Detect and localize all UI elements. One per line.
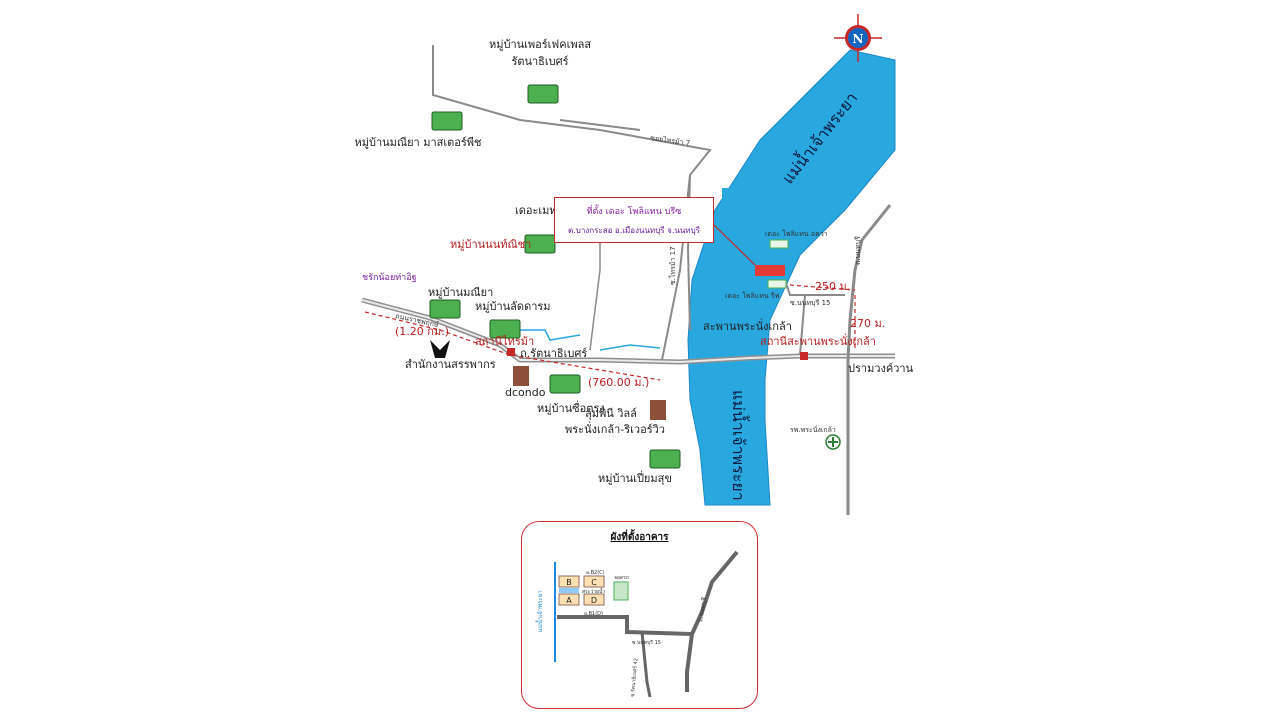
- label-lumpini-2: พระนั่งเกล้า-ริเวอร์วิว: [565, 421, 665, 436]
- label-station-bridge: สถานีสะพานพระนั่งเกล้า: [760, 333, 876, 348]
- label-river-bottom: แม่น้ำเจ้าพระยา: [729, 390, 750, 501]
- pool: [559, 588, 579, 593]
- label-politan-aqua: เดอะ โพลิแทน อควา: [765, 229, 828, 238]
- label-soi42: ซ.รัตนาธิเบศร์ 42: [629, 658, 639, 697]
- callout-pointer: [713, 224, 756, 266]
- label-school: ชรักน้อยท่าอิฐ: [362, 272, 417, 283]
- inset-road-42: [640, 631, 652, 698]
- chao-phraya-river: [687, 49, 896, 506]
- building-a: [558, 593, 580, 606]
- revenue-office-icon: [430, 340, 450, 358]
- label-b1d: อ.B1(D): [584, 611, 603, 617]
- label-dist-760: (760.00 ม.): [588, 376, 649, 389]
- label-lumpini: ลุมพินี วิลล์: [585, 407, 637, 420]
- building-a-label: A: [566, 596, 572, 605]
- label-dist-270: 270 ม.: [850, 317, 885, 330]
- soi-nonthaburi15: [784, 279, 845, 296]
- route-dashed-east: [789, 284, 856, 291]
- label-village-latdaram: หมู่บ้านลัดดารม: [475, 300, 551, 313]
- label-politan-rive: เดอะ โพลิแทน รีฟ: [725, 291, 780, 300]
- label-village-pianyam: หมู่บ้านเปี่ยมสุข: [598, 470, 672, 485]
- condo-icon: [513, 366, 666, 420]
- inset-road-main: [690, 550, 739, 635]
- building-c: [583, 575, 605, 588]
- label-village-master: หมู่บ้านมณียา มาสเตอร์พีช: [354, 136, 481, 149]
- soi-branch: [799, 294, 806, 356]
- politan-aqua-building: [769, 239, 789, 249]
- label-station-saima: สถานีไทรม้า: [475, 335, 534, 348]
- label-hospital: รพ.พระนั่งเกล้า: [790, 425, 836, 434]
- label-dcondo: dcondo: [505, 386, 546, 399]
- ratchaphruek-road-inner: [361, 299, 895, 364]
- label-pool: สระว่ายน้ำ: [582, 586, 605, 595]
- label-ratthathibet: ถ.รัตนาธิเบศร์: [520, 347, 587, 360]
- soi-saima7: [559, 119, 641, 131]
- route-dashed-west: [364, 311, 661, 381]
- label-b2c: อ.B2(C): [586, 570, 605, 576]
- label-pak-kret: ปรามวงค์วาน: [848, 362, 914, 375]
- canal-line-2: [599, 344, 661, 351]
- village-icon: [429, 84, 681, 469]
- politan-rive-building: [767, 279, 787, 289]
- label-dist-250: 250 ม.: [815, 280, 850, 293]
- compass-icon: N: [834, 14, 882, 62]
- nonthaburi-road: [846, 204, 892, 515]
- label-parking: จอดรถ: [614, 575, 629, 581]
- label-village-nonthanicha: หมู่บ้านนนท์ณิชา: [450, 238, 531, 251]
- label-revenue-office: สำนักงานสรรพากร: [405, 358, 496, 371]
- site-plan-inset: ผังที่ตั้งอาคาร B C A D อ.B2(C) สระว่ายน…: [521, 521, 758, 709]
- building-d: [583, 593, 605, 606]
- label-village-perfect: หมู่บ้านเพอร์เฟคเพลส: [489, 38, 591, 51]
- callout-title: ที่ตั้ง เดอะ โพลิแทน บรีซ: [586, 207, 682, 217]
- label-bridge: สะพานพระนั่งเกล้า: [703, 318, 792, 333]
- inset-title: ผังที่ตั้งอาคาร: [610, 532, 669, 543]
- label-village-maniya: หมู่บ้านมณียา: [428, 286, 493, 299]
- label-village-suetrong: หมู่บ้านซื่อตรง: [537, 400, 605, 415]
- label-the-metro: เดอะเมท: [515, 204, 557, 217]
- parking-area: [613, 581, 629, 601]
- building-c-label: C: [591, 578, 597, 587]
- callout-address: ต.บางกระสอ อ.เมืองนนทบุรี จ.นนทบุรี: [568, 226, 700, 235]
- building-b-label: B: [566, 578, 572, 587]
- label-nonthaburi: ถ.นนทบุรี: [696, 596, 708, 623]
- svg-text:N: N: [853, 32, 864, 46]
- label-soi-saima7: ซอยไทรม้า 7: [650, 133, 691, 148]
- label-river: แม่น้ำเจ้าพระยา: [534, 590, 544, 632]
- inset-road-soi: [557, 615, 695, 692]
- label-soi-nonthaburi15: ซ.นนทบุรี 15: [790, 299, 831, 307]
- station-icon: [507, 348, 808, 360]
- label-soi-saima17: ซ.ไทรม้า 17: [668, 246, 677, 285]
- building-b: [558, 575, 580, 588]
- label-distance-1km: (1.20 กม.): [395, 325, 449, 338]
- label-soi15: ซ.นนทบุรี 15: [632, 639, 661, 646]
- site-marker: [755, 265, 785, 276]
- label-nonthaburi-rd: ถ.นนทบุรี: [854, 236, 862, 265]
- canal-line: [520, 329, 581, 341]
- side-road-1: [589, 230, 601, 351]
- building-d-label: D: [591, 596, 597, 605]
- canal-block: [722, 188, 770, 220]
- site-callout: ที่ตั้ง เดอะ โพลิแทน บรีซ ต.บางกระสอ อ.เ…: [554, 197, 714, 243]
- label-village-perfect-2: รัตนาธิเบศร์: [511, 55, 568, 68]
- hospital-icon: [825, 434, 841, 450]
- road-north-west: [432, 45, 712, 361]
- inset-svg: B C A D อ.B2(C) สระว่ายน้ำ จอดรถ อ.B1(D)…: [534, 550, 739, 698]
